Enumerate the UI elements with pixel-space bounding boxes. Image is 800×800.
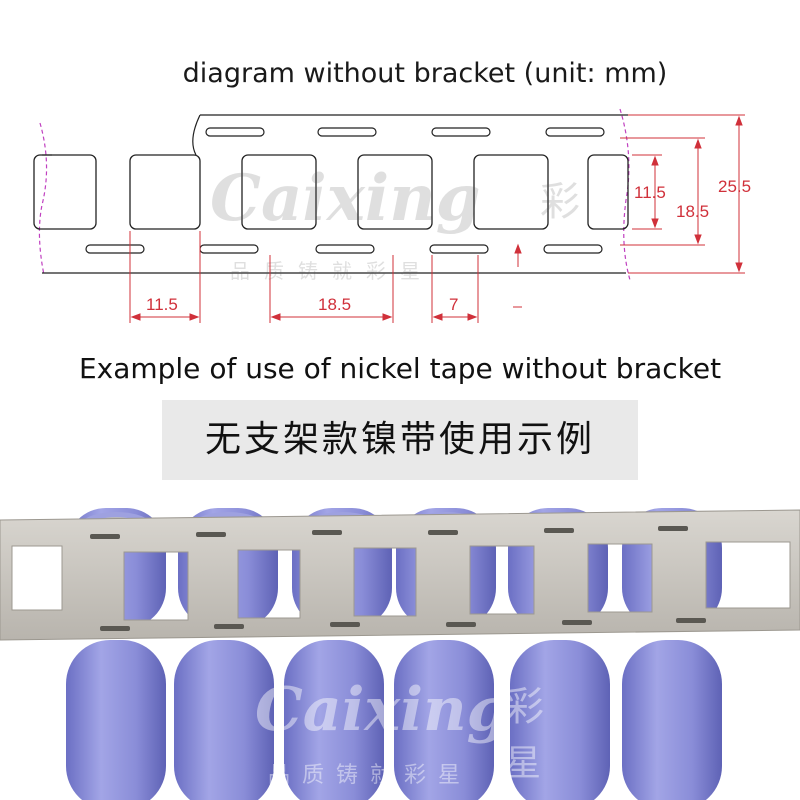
right-break-line [619,108,631,281]
example-title-en: Example of use of nickel tape without br… [78,352,722,385]
dim-square-height: 11.5 [634,183,666,202]
photo-watermark: Caixing 彩 星 品质铸就彩星 [255,675,544,788]
watermark-logo-glyph: 星 [505,743,541,784]
left-break-line [38,122,48,276]
watermark: Caixing 彩 品质铸就彩星 [210,161,580,283]
dim-slot-length: 7 [449,295,458,314]
nickel-tape-diagram: Caixing 彩 品质铸就彩星 [33,108,751,323]
diagram-title: diagram without bracket (unit: mm) [182,58,668,89]
example-title-cn-box [162,400,638,480]
dim-square-width: 11.5 [146,295,178,314]
watermark-brand-cn: 彩 [504,684,544,730]
dim-tape-width: 25.5 [718,177,751,196]
dim-inner-height: 18.5 [676,202,709,221]
tape-windows [33,154,629,230]
svg-text:彩: 彩 [540,179,580,225]
dimension-lines [129,114,745,323]
tape-slots [85,127,605,254]
dim-pitch: 18.5 [318,295,351,314]
battery-row-front [66,640,722,800]
watermark-slogan: 品质铸就彩星 [268,763,472,788]
svg-text:Caixing: Caixing [210,161,480,236]
example-title-cn: 无支架款镍带使用示例 [204,419,595,460]
nickel-tape [0,509,800,641]
watermark-brand: Caixing [255,675,509,745]
battery-photo: Caixing 彩 星 品质铸就彩星 [0,490,800,800]
svg-text:品质铸就彩星: 品质铸就彩星 [230,259,434,283]
